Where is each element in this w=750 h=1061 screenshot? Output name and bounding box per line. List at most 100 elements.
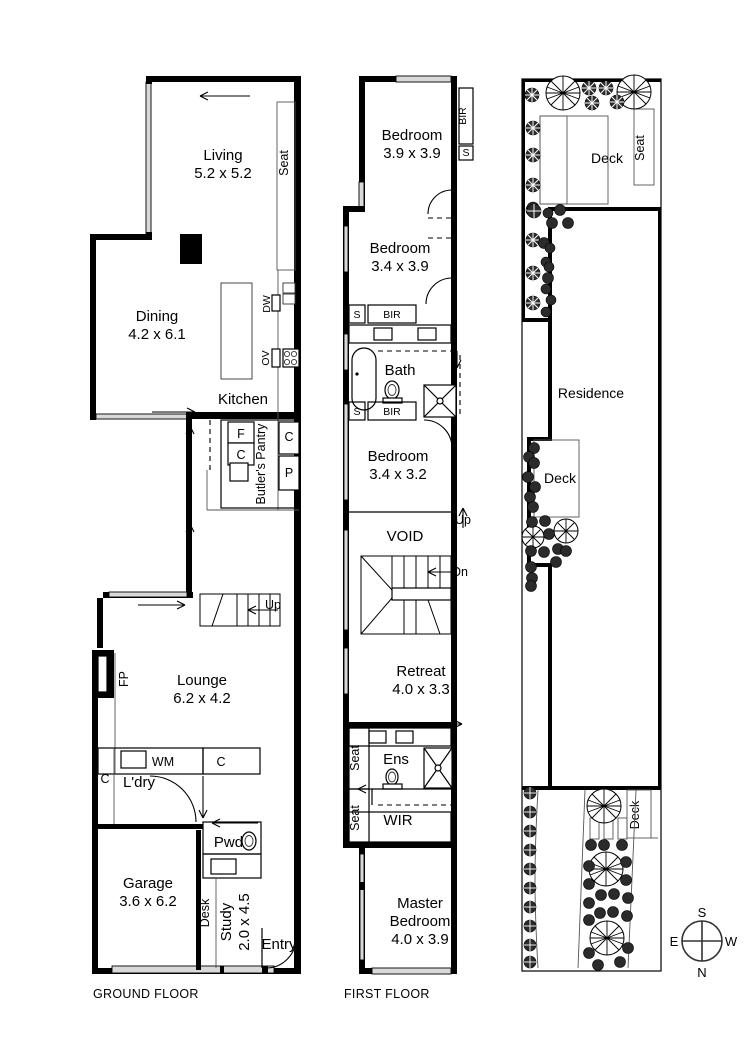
room-label-bedroom-3: Bedroom [368, 448, 429, 465]
fridge-label: F [237, 427, 245, 441]
room-dims-retreat: 4.0 x 3.3 [392, 681, 450, 698]
first-floor-walls [343, 75, 457, 975]
site-front-path [534, 789, 658, 969]
shelf-label-3: S [353, 406, 360, 418]
ground-stairs: Up [199, 593, 281, 627]
bir-label-3: BIR [383, 406, 401, 418]
seat-label-ens: Seat [348, 745, 362, 771]
shelf-label-1: S [462, 147, 469, 159]
site-residence-outline [522, 79, 661, 790]
room-living: Living 5.2 x 5.2 [194, 91, 252, 182]
butlers-pantry-label: Butler's Pantry [254, 423, 268, 505]
seat-label-wir: Seat [348, 805, 362, 831]
bir-label-1: BIR [457, 107, 469, 125]
room-garage: Garage 3.6 x 6.2 [119, 875, 177, 910]
site-label-seat-top: Seat [633, 135, 647, 161]
laundry-text: L'dry [123, 774, 156, 791]
room-kitchen: Kitchen DW OV [218, 270, 300, 510]
oven-label: OV [260, 350, 272, 365]
room-dims-bedroom-2: 3.4 x 3.9 [371, 258, 429, 275]
entry-label: Entry [261, 936, 297, 953]
site-label-deck-top: Deck [591, 150, 624, 166]
room-bedroom-3: Bedroom 3.4 x 3.2 [368, 419, 453, 483]
room-label-living: Living [203, 147, 242, 164]
room-label-lounge: Lounge [177, 672, 227, 689]
room-label-kitchen: Kitchen [218, 391, 268, 408]
room-butlers-pantry: F C Butler's Pantry C P [206, 419, 300, 511]
room-bedroom-2: Bedroom 3.4 x 3.9 S BIR [348, 240, 453, 324]
room-label-bath: Bath [385, 362, 416, 379]
site-label-deck-mid: Deck [544, 470, 577, 486]
room-dims-lounge: 6.2 x 4.2 [173, 690, 231, 707]
desk-label: Desk [198, 898, 212, 927]
room-label-master-1: Master [397, 895, 443, 912]
room-dims-study: 2.0 x 4.5 [236, 893, 253, 951]
room-label-bedroom-1: Bedroom [382, 127, 443, 144]
compass-rose: S N E W [670, 905, 738, 980]
room-lounge: Lounge 6.2 x 4.2 FP [114, 653, 231, 774]
room-label-dining: Dining [136, 308, 179, 325]
site-label-residence: Residence [558, 385, 624, 401]
room-label-wir: WIR [383, 812, 412, 829]
room-label-garage: Garage [123, 875, 173, 892]
room-dining: Dining 4.2 x 6.1 [128, 308, 196, 417]
room-label-study: Study [218, 902, 235, 941]
site-plan: Deck Seat Residence Deck Deck [521, 74, 662, 972]
first-floor-plan: Bedroom 3.9 x 3.9 BIR S Bedroom 3.4 x 3.… [343, 75, 474, 1001]
first-floor-stairs: Dn [360, 555, 468, 635]
room-powder: Pwdr [202, 818, 262, 879]
ground-hall-arrows [185, 425, 195, 578]
site-trees [521, 74, 652, 956]
room-bedroom-1: Bedroom 3.9 x 3.9 BIR S [382, 87, 474, 239]
lounge-door-arrow [138, 600, 186, 610]
room-label-void: VOID [387, 528, 424, 545]
stairs-up-label-first: Up [455, 513, 471, 527]
fireplace-label: FP [117, 671, 131, 687]
cupboard-label-c2: C [284, 430, 293, 444]
room-bath: Bath S BIR [348, 324, 462, 421]
dining-door-arrow [152, 407, 196, 417]
room-dims-bedroom-1: 3.9 x 3.9 [383, 145, 441, 162]
stairs-up-label-ground: Up [265, 598, 281, 612]
room-ensuite: Ens Seat [348, 727, 453, 794]
room-study: Desk Study 2.0 x 4.5 Entry [198, 878, 297, 969]
room-wir: Seat WIR [348, 788, 452, 848]
ground-floor-plan: Living 5.2 x 5.2 Seat Dining 4.2 x 6.1 K… [90, 76, 301, 1001]
room-label-retreat: Retreat [396, 663, 446, 680]
site-deck-top: Deck Seat [539, 108, 655, 205]
room-dims-living: 5.2 x 5.2 [194, 165, 252, 182]
room-label-powder: Pwdr [214, 834, 248, 851]
room-retreat: Retreat 4.0 x 3.3 [392, 663, 463, 729]
room-dims-garage: 3.6 x 6.2 [119, 893, 177, 910]
cupboard-label-pantry: C [236, 448, 245, 462]
dishwasher-label: DW [261, 295, 273, 313]
room-label-bedroom-2: Bedroom [370, 240, 431, 257]
ground-floor-title: GROUND FLOOR [93, 987, 199, 1001]
seat-label-ground: Seat [277, 150, 291, 176]
room-label-ensuite: Ens [383, 751, 409, 768]
room-label-master-2: Bedroom [390, 913, 451, 930]
room-dims-dining: 4.2 x 6.1 [128, 326, 186, 343]
compass-label-right: W [725, 934, 738, 949]
ground-seat-bench: Seat [276, 101, 296, 271]
room-laundry: WM C C Lounge L'dry [97, 747, 261, 824]
room-dims-bedroom-3: 3.4 x 3.2 [369, 466, 427, 483]
room-dims-master: 4.0 x 3.9 [391, 931, 449, 948]
stairs-dn-label: Dn [452, 565, 468, 579]
compass-label-left: E [670, 934, 679, 949]
ground-floor-walls [90, 76, 301, 974]
site-deck-mid: Deck [533, 439, 580, 518]
first-floor-title: FIRST FLOOR [344, 987, 430, 1001]
cupboard-label-ldry: C [216, 755, 225, 769]
site-shrubs [522, 80, 634, 971]
room-master-bedroom: Master 4.0 x 3.9 [391, 895, 449, 948]
sliding-door-arrow [199, 91, 250, 101]
shelf-label-2: S [353, 309, 360, 321]
compass-label-top: S [698, 905, 707, 920]
area-void: VOID Up [349, 507, 471, 545]
site-deck-bottom: Deck [626, 789, 652, 839]
bir-label-2: BIR [383, 309, 401, 321]
compass-label-bottom: N [697, 965, 706, 980]
